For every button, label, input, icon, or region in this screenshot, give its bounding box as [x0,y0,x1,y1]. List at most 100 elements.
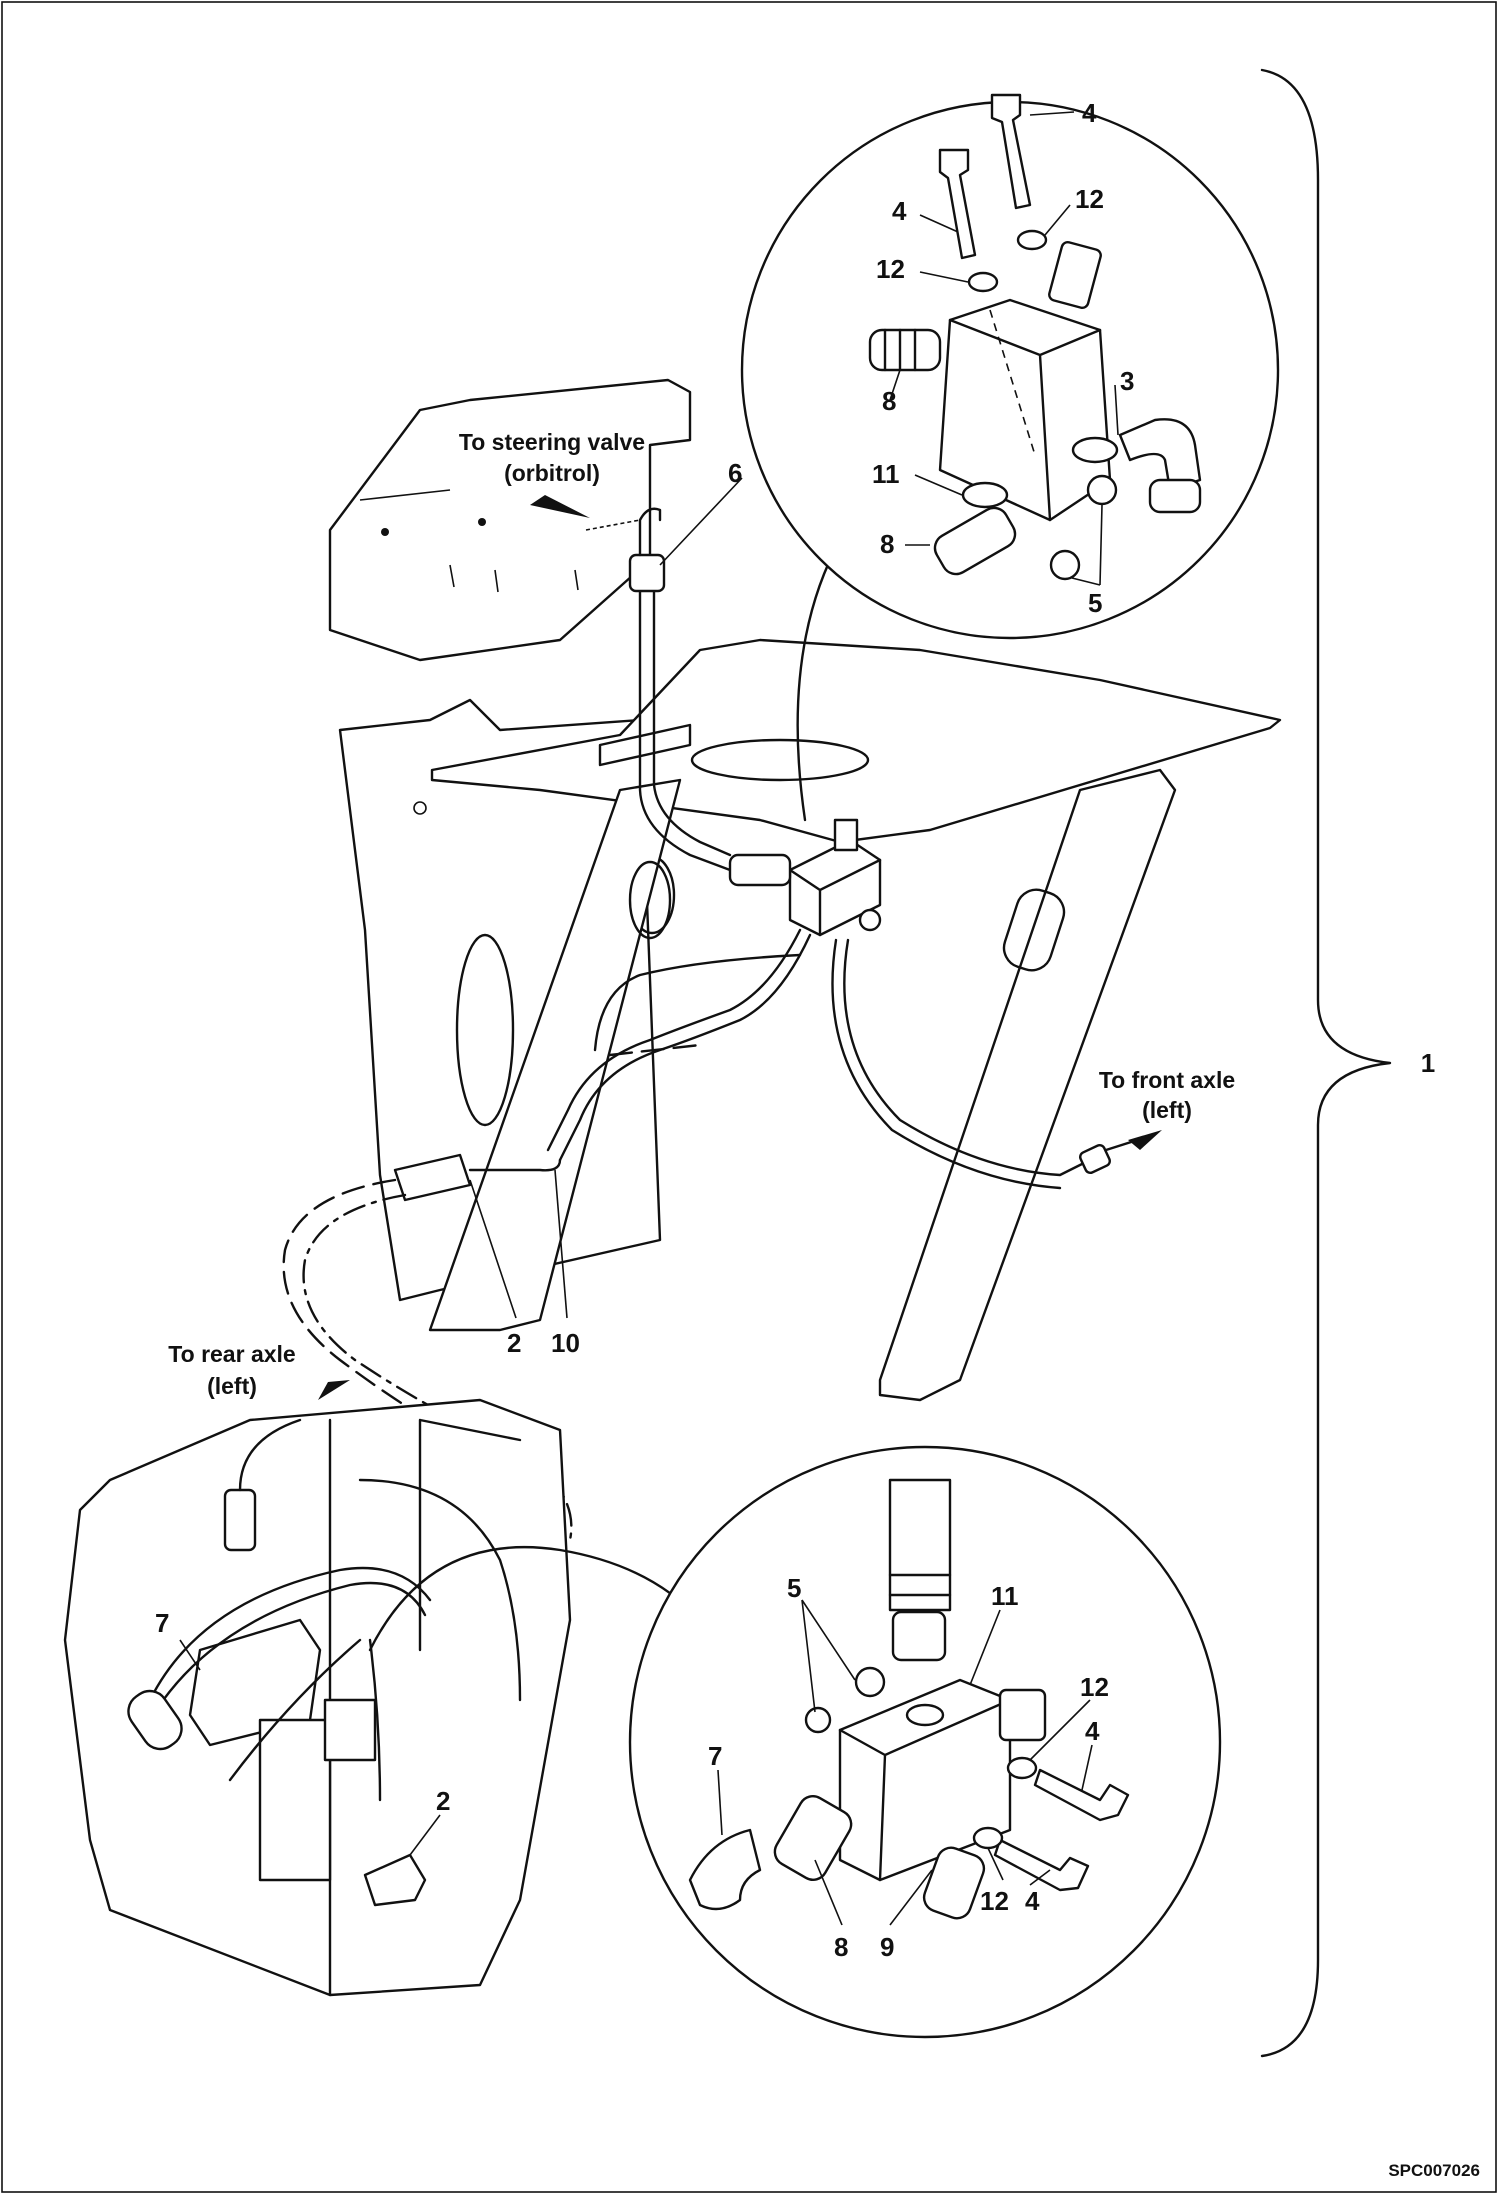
lower-hose-b [228,1638,362,1782]
callout-12-bottom-upper: 12 [1080,1672,1109,1702]
deck-hose-slot [598,723,692,767]
callout-5-bottom: 5 [787,1573,801,1603]
bracket-hole [478,518,486,526]
callout-12-top-right: 12 [1075,184,1104,214]
lower-cylinder-port [323,1698,377,1762]
tee-2-main [393,1153,472,1202]
to-front-axle-label: To front axle [1099,1067,1235,1093]
curved-arrow-to-bottom-detail [368,1545,702,1652]
bottom-block-side-fitting [998,1688,1047,1742]
callout-7-lower: 7 [155,1608,169,1638]
callout-4-bottom-upper: 4 [1085,1716,1100,1746]
callout-12-top-left: 12 [876,254,905,284]
leader-11 [914,474,963,496]
leg-slot-cutout [1002,888,1066,972]
lower-cylinder [258,1718,332,1882]
callout-5-top: 5 [1088,588,1102,618]
leader-5-bottom [801,1599,856,1713]
top-fitting [1048,240,1102,310]
leader-10 [554,1169,568,1319]
leg-left-cutout [628,860,672,940]
leader-7-bottom [717,1769,723,1836]
to-rear-axle-label: To rear axle [168,1341,295,1367]
figure-reference: SPC007026 [1388,2161,1480,2180]
to-rear-axle-arrow [318,1380,350,1400]
hose-6 [638,558,732,872]
tee-2-lower [363,1853,427,1907]
leader-4-upper-bottom [1081,1744,1093,1791]
lower-hose-c [368,1638,382,1802]
main-block-top-fitting [833,818,859,852]
plug-5-b [804,1706,832,1734]
callout-3: 3 [1120,366,1134,396]
plug-5-upper [1086,474,1118,506]
callout-12-bottom-lower: 12 [980,1886,1009,1916]
deck-oval-opening [690,738,870,782]
bolt-4-left [938,148,977,260]
lower-hose-a [148,1566,432,1702]
callout-4-top-left: 4 [892,196,907,226]
to-front-axle-arrow [1128,1130,1162,1150]
to-steering-valve-label: To steering valve [459,429,645,455]
fitting-7-bottom [688,1828,762,1911]
plug-5-a [854,1666,886,1698]
panel-hole [413,801,427,815]
hose-6-elbow [638,507,662,557]
bracket-edge [359,489,451,501]
washer-12-right [1016,229,1048,251]
callout-1: 1 [1421,1048,1435,1078]
bolt-4-upper-bottom [1033,1768,1130,1822]
leader-8-bottom [814,1859,843,1926]
callout-7-bottom: 7 [708,1741,722,1771]
assembly-brace [1260,68,1392,2058]
steering-bracket-plate [328,378,692,662]
callout-10: 10 [551,1328,580,1358]
callout-2-main: 2 [507,1328,521,1358]
curved-arrow-to-top-detail [796,538,842,822]
main-block-port [858,908,882,932]
leader-4-right [1029,111,1075,116]
hose-6-fitting [628,553,666,593]
seal-11-bottom [905,1703,945,1727]
hose-crossover [593,953,802,1052]
leader-3 [1114,384,1119,436]
bracket-hole [381,528,389,536]
callout-2-lower: 2 [436,1786,450,1816]
fitting-8-lower [933,506,1017,576]
to-steering-arrow [530,495,590,518]
washer-12-upper-bottom [1006,1756,1038,1780]
callout-4-bottom-lower: 4 [1025,1886,1040,1916]
bottom-hose-end [888,1478,952,1612]
fitting-9-bottom [922,1846,986,1920]
leader-6 [659,477,743,566]
to-rear-axle-sublabel: (left) [207,1373,257,1399]
fitting-7-lower [127,1689,183,1751]
leader-4-left [919,214,959,233]
leader-2-main [469,1179,517,1319]
bolt-4-right [990,93,1032,210]
to-front-axle-sublabel: (left) [1142,1097,1192,1123]
leader-9-bottom [889,1869,933,1926]
callout-9-bottom: 9 [880,1932,894,1962]
callout-6: 6 [728,458,742,488]
callout-11-bottom: 11 [991,1581,1019,1611]
bracket-slots [449,564,579,593]
leader-7-lower [179,1639,201,1671]
callout-11-top: 11 [872,459,900,489]
leader-2-lower [409,1814,441,1856]
fitting-8-upper [868,328,942,372]
callout-4-top-right: 4 [1082,98,1097,128]
leader-8-upper [889,369,901,401]
bolt-4-lower-bottom [993,1838,1090,1892]
leader-12-right [1044,204,1071,236]
hose-front-axle [843,938,1092,1177]
to-steering-valve-sublabel: (orbitrol) [504,460,600,486]
leader-12-lower-bottom [987,1847,1004,1881]
frame-leg-right [878,768,1177,1402]
fitting-3-end [1148,478,1202,514]
lower-view-frame [63,1398,572,1997]
plug-5-lower [1049,549,1081,581]
lower-hose-fitting [223,1488,257,1552]
main-block-fitting [728,853,792,887]
